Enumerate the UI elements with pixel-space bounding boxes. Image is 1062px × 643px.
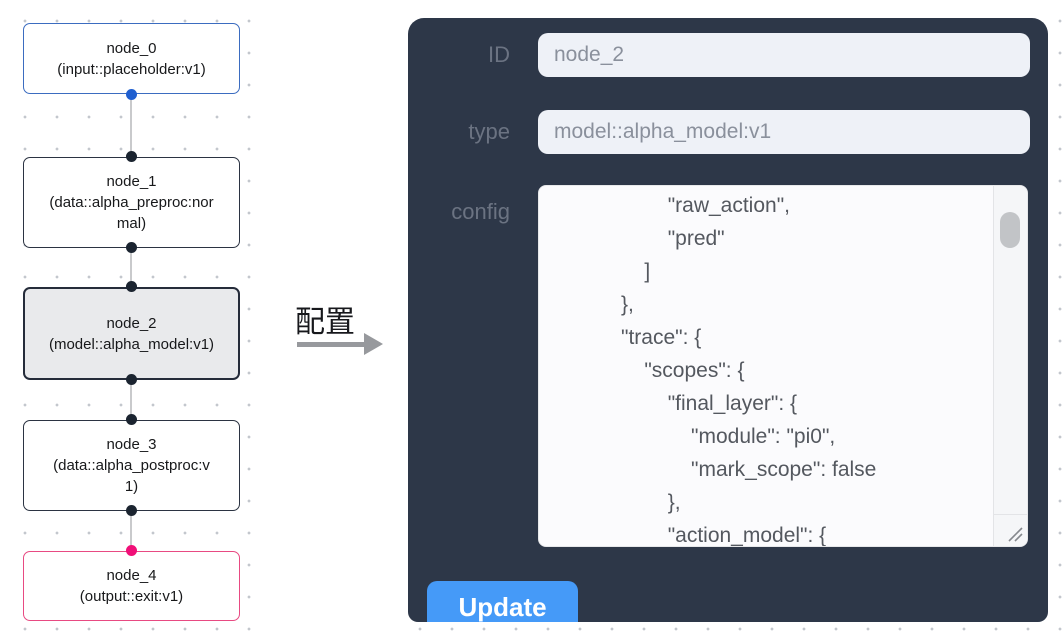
node-name: node_2 bbox=[106, 314, 157, 332]
port-node3-out[interactable] bbox=[126, 505, 137, 516]
config-field-label: config bbox=[451, 199, 510, 224]
flow-node-node2-selected[interactable]: node_2 (model::alpha_model:v1) bbox=[23, 287, 240, 380]
node-label: node_3 (data::alpha_postproc:v1) bbox=[47, 434, 217, 497]
node-label: node_0 (input::placeholder:v1) bbox=[47, 38, 217, 80]
port-node1-out[interactable] bbox=[126, 242, 137, 253]
flow-node-node3[interactable]: node_3 (data::alpha_postproc:v1) bbox=[23, 420, 240, 511]
configure-annotation-label: 配置 bbox=[295, 306, 355, 339]
node-name: node_4 bbox=[106, 567, 157, 584]
configure-arrow-head bbox=[364, 333, 383, 355]
node-label: node_4 (output::exit:v1) bbox=[47, 565, 217, 607]
type-input[interactable] bbox=[538, 110, 1030, 154]
edge-node2-node3 bbox=[130, 380, 132, 420]
flow-node-node0[interactable]: node_0 (input::placeholder:v1) bbox=[23, 23, 240, 94]
node-type: (model::alpha_model:v1) bbox=[48, 335, 215, 353]
node-label: node_2 (model::alpha_model:v1) bbox=[47, 313, 217, 355]
config-textarea[interactable]: "raw_action", "pred" ] }, "trace": { "sc… bbox=[538, 185, 1028, 547]
textarea-resize-grip-icon[interactable] bbox=[994, 514, 1027, 546]
node-name: node_3 bbox=[106, 436, 157, 453]
port-node2-out[interactable] bbox=[126, 374, 137, 385]
node-type: (input::placeholder:v1) bbox=[57, 60, 206, 78]
port-node3-in[interactable] bbox=[126, 414, 137, 425]
edge-node1-node2 bbox=[130, 248, 132, 287]
port-node0-out[interactable] bbox=[126, 89, 137, 100]
config-scrollbar-thumb[interactable] bbox=[1000, 212, 1020, 248]
port-node1-in[interactable] bbox=[126, 151, 137, 162]
id-input[interactable] bbox=[538, 33, 1030, 77]
config-json-content: "raw_action", "pred" ] }, "trace": { "sc… bbox=[621, 194, 877, 547]
flow-node-node4[interactable]: node_4 (output::exit:v1) bbox=[23, 551, 240, 621]
port-node4-in[interactable] bbox=[126, 545, 137, 556]
config-scrollbar-track[interactable] bbox=[993, 186, 1027, 546]
id-field-label: ID bbox=[488, 42, 510, 67]
node-name: node_0 bbox=[106, 39, 157, 57]
node-label: node_1 (data::alpha_preproc:normal) bbox=[47, 171, 217, 234]
flow-canvas[interactable]: node_0 (input::placeholder:v1) node_1 (d… bbox=[0, 0, 271, 643]
node-type: (data::alpha_preproc:normal) bbox=[49, 194, 214, 232]
node-type: (data::alpha_postproc:v1) bbox=[53, 457, 210, 495]
type-field-label: type bbox=[468, 119, 510, 144]
edge-node3-node4 bbox=[130, 511, 132, 551]
configure-arrow bbox=[297, 342, 366, 347]
port-node2-in[interactable] bbox=[126, 281, 137, 292]
flow-node-node1[interactable]: node_1 (data::alpha_preproc:normal) bbox=[23, 157, 240, 248]
node-type: (output::exit:v1) bbox=[79, 588, 184, 605]
node-config-panel: ID type config "raw_action", "pred" ] },… bbox=[408, 18, 1048, 622]
edge-node0-node1 bbox=[130, 94, 132, 157]
node-name: node_1 bbox=[106, 173, 157, 190]
update-button[interactable]: Update bbox=[427, 581, 578, 622]
